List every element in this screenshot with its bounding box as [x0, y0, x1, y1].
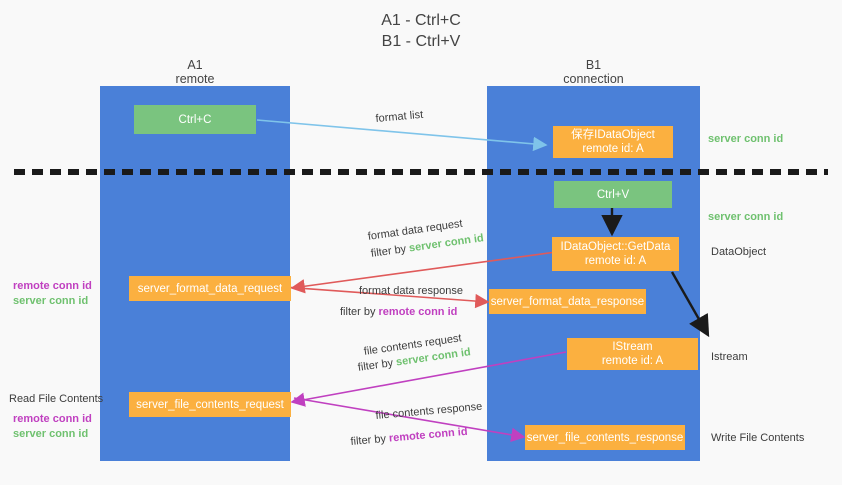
box-ctrl-c-label: Ctrl+C: [178, 113, 212, 126]
edge-label-format-data-response-filter: filter by remote conn id: [340, 305, 457, 320]
box-ctrl-v-label: Ctrl+V: [596, 188, 630, 201]
left-label-read-file-contents: Read File Contents: [9, 393, 104, 405]
page-title-line1: A1 - Ctrl+C: [381, 12, 461, 29]
column-header-a1-name: A1: [187, 58, 203, 72]
right-label-server-conn-id-1: server conn id: [708, 133, 784, 145]
box-server-file-contents-request[interactable]: server_file_contents_request: [129, 392, 291, 417]
remote-conn-id-key: remote conn id: [378, 306, 458, 318]
box-server-format-data-response-label: server_format_data_response: [490, 295, 645, 308]
filter-by-text: filter by: [340, 306, 379, 318]
left-label-remote-conn-id-2: remote conn id: [13, 413, 92, 425]
edge-label-format-data-response: format data response: [359, 285, 463, 297]
box-istream-line1: IStream: [612, 341, 653, 353]
filter-by-text: filter by: [357, 356, 397, 374]
box-server-file-contents-request-label: server_file_contents_request: [136, 398, 284, 411]
column-header-b1-sub: connection: [563, 72, 624, 86]
box-server-format-data-response[interactable]: server_format_data_response: [489, 289, 646, 314]
box-ctrl-c[interactable]: Ctrl+C: [134, 105, 256, 134]
box-server-format-data-request[interactable]: server_format_data_request: [129, 276, 291, 301]
box-save-idataobject[interactable]: 保存IDataObject remote id: A: [553, 126, 673, 158]
edge-label-format-list: format list: [375, 108, 424, 125]
edge-label-file-contents-response-filter: filter by remote conn id: [350, 425, 468, 450]
box-server-format-data-request-label: server_format_data_request: [137, 282, 283, 295]
right-label-istream: Istream: [711, 351, 748, 363]
box-ctrl-v[interactable]: Ctrl+V: [554, 181, 672, 208]
left-label-server-conn-id-1: server conn id: [13, 295, 89, 307]
remote-conn-id-key: remote conn id: [388, 425, 469, 445]
box-server-file-contents-response[interactable]: server_file_contents_response: [525, 425, 685, 450]
box-server-file-contents-response-label: server_file_contents_response: [526, 431, 684, 444]
box-istream-line2: remote id: A: [601, 355, 664, 367]
box-idataobject-getdata[interactable]: IDataObject::GetData remote id: A: [552, 237, 679, 271]
left-label-server-conn-id-2: server conn id: [13, 428, 89, 440]
box-save-idataobject-line2: remote id: A: [582, 143, 644, 155]
column-header-b1-name: B1: [585, 58, 602, 72]
box-getdata-line1: IDataObject::GetData: [560, 241, 671, 253]
right-label-server-conn-id-2: server conn id: [708, 211, 784, 223]
box-save-idataobject-line1: 保存IDataObject: [571, 129, 655, 141]
box-getdata-line2: remote id: A: [584, 255, 647, 267]
right-label-write-file-contents: Write File Contents: [711, 432, 805, 444]
filter-by-text: filter by: [350, 432, 390, 448]
column-header-a1-sub: remote: [175, 72, 215, 86]
filter-by-text: filter by: [370, 242, 410, 260]
edge-label-file-contents-response: file contents response: [375, 400, 483, 422]
right-label-dataobject: DataObject: [711, 246, 767, 258]
box-istream[interactable]: IStream remote id: A: [567, 338, 698, 370]
page-title-line2: B1 - Ctrl+V: [381, 33, 461, 50]
left-label-remote-conn-id-1: remote conn id: [13, 280, 92, 292]
